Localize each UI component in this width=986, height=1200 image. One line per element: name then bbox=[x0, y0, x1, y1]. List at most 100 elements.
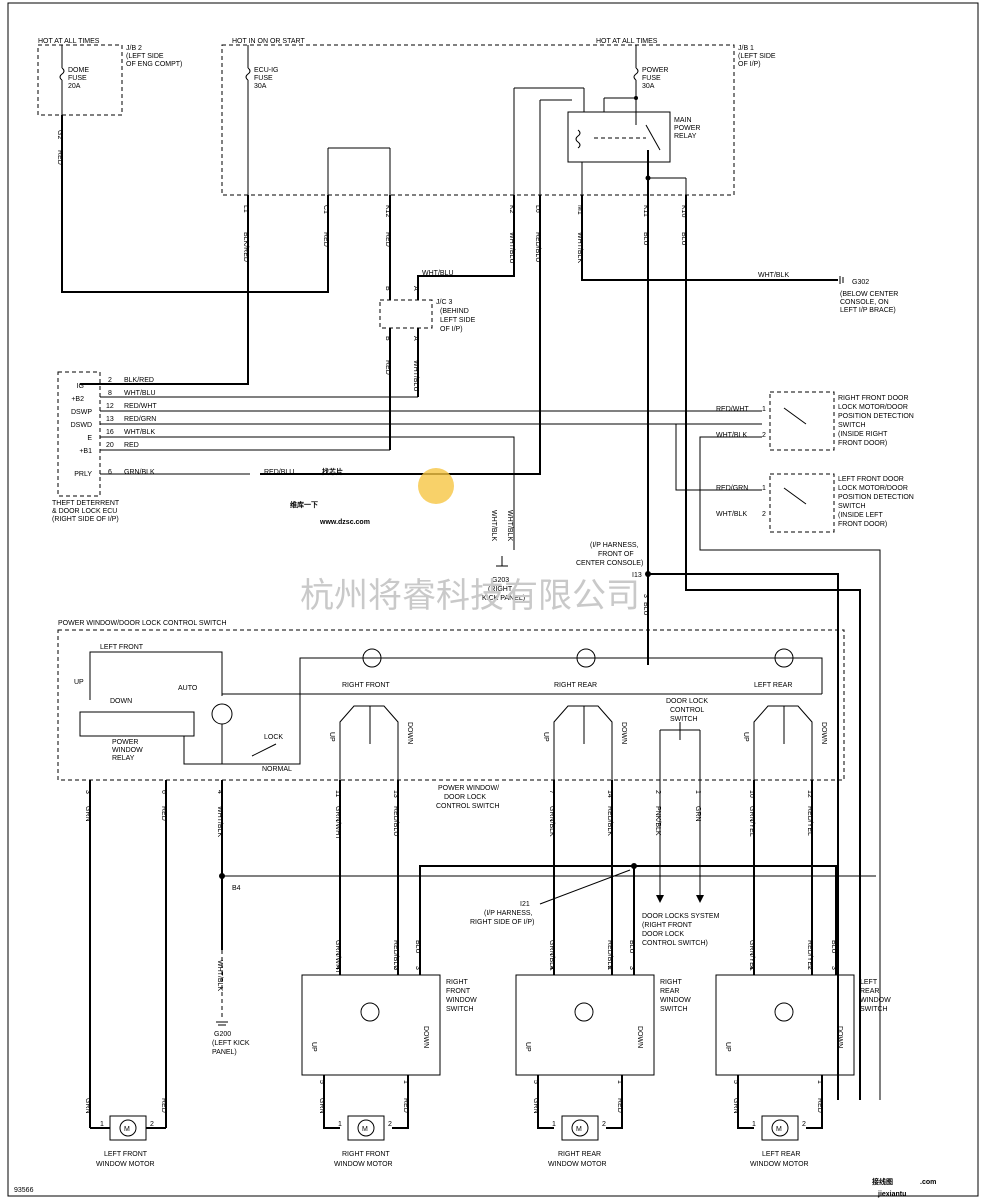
svg-text:WINDOW: WINDOW bbox=[446, 997, 477, 1004]
svg-text:RED: RED bbox=[322, 232, 329, 247]
svg-text:1: 1 bbox=[752, 1121, 756, 1128]
svg-text:(LEFT SIDE: (LEFT SIDE bbox=[126, 53, 164, 60]
svg-text:UP: UP bbox=[328, 732, 335, 742]
svg-text:(BEHIND: (BEHIND bbox=[440, 308, 469, 315]
svg-text:2: 2 bbox=[762, 432, 766, 439]
main-wires bbox=[61, 115, 861, 1100]
svg-text:LEFT SIDE: LEFT SIDE bbox=[440, 317, 476, 324]
svg-text:GRN/WHT: GRN/WHT bbox=[334, 806, 341, 840]
svg-text:12: 12 bbox=[106, 403, 114, 410]
svg-text:RIGHT FRONT: RIGHT FRONT bbox=[342, 1151, 390, 1158]
jb1-fuse-block: HOT IN ON OR START HOT AT ALL TIMES J/B … bbox=[221, 38, 776, 196]
svg-text:RED/WHT: RED/WHT bbox=[124, 403, 157, 410]
svg-text:2: 2 bbox=[150, 1121, 154, 1128]
footer-watermark: 接线图 .com jiexiantu bbox=[872, 1177, 936, 1198]
master-pin-labels: 3 6 4 11 13 7 14 2 1 10 12 bbox=[84, 790, 813, 798]
svg-text:G302: G302 bbox=[852, 279, 869, 286]
svg-text:LEFT REAR: LEFT REAR bbox=[754, 682, 792, 689]
svg-text:GRN/YEL: GRN/YEL bbox=[748, 940, 755, 971]
svg-text:7: 7 bbox=[548, 790, 555, 794]
svg-text:BLU: BLU bbox=[830, 940, 837, 954]
company-watermark: 杭州将睿科技有限公司 bbox=[300, 577, 640, 615]
svg-text:5: 5 bbox=[732, 1080, 739, 1084]
svg-text:RIGHT FRONT: RIGHT FRONT bbox=[342, 682, 390, 689]
svg-text:KICK PANEL): KICK PANEL) bbox=[482, 595, 525, 602]
svg-text:PANEL): PANEL) bbox=[212, 1049, 237, 1056]
svg-text:UP: UP bbox=[742, 732, 749, 742]
svg-text:RED/YEL: RED/YEL bbox=[806, 806, 813, 836]
svg-text:SWITCH: SWITCH bbox=[670, 716, 698, 723]
svg-text:BLU: BLU bbox=[680, 232, 687, 246]
svg-text:1: 1 bbox=[338, 1121, 342, 1128]
master-wire-labels: GRN RED WHT/BLK GRN/WHT RED/BLU GRN/BLK … bbox=[84, 806, 813, 840]
svg-text:www.dzsc.com: www.dzsc.com bbox=[319, 519, 370, 526]
svg-text:GRN/BLK: GRN/BLK bbox=[548, 940, 555, 971]
svg-text:J/B 1: J/B 1 bbox=[738, 45, 754, 52]
svg-text:12: 12 bbox=[806, 790, 813, 798]
master-switch-contacts: UP DOWN UP DOWN UP DOWN bbox=[328, 705, 827, 780]
svg-text:2: 2 bbox=[388, 1121, 392, 1128]
i21-junction: I21 (I/P HARNESS, RIGHT SIDE OF I/P) bbox=[470, 869, 631, 926]
svg-text:3: 3 bbox=[642, 594, 649, 598]
svg-text:RELAY: RELAY bbox=[674, 133, 697, 140]
svg-text:BLK/RED: BLK/RED bbox=[124, 377, 154, 384]
svg-text:RED: RED bbox=[56, 150, 63, 165]
svg-text:2: 2 bbox=[606, 966, 613, 970]
svg-text:RED/BLU: RED/BLU bbox=[392, 806, 399, 836]
svg-text:SWITCH: SWITCH bbox=[660, 1006, 688, 1013]
right-front-door-switch: RED/WHT WHT/BLK 1 2 RIGHT FRONT DOOR LOC… bbox=[716, 391, 914, 451]
svg-text:FRONT OF: FRONT OF bbox=[598, 551, 634, 558]
power-fuse-label: POWER bbox=[642, 67, 668, 74]
svg-text:I13: I13 bbox=[632, 572, 642, 579]
svg-text:K10: K10 bbox=[680, 205, 687, 218]
svg-text:RIGHT: RIGHT bbox=[660, 979, 683, 986]
svg-text:1: 1 bbox=[100, 1121, 104, 1128]
svg-text:LOCK MOTOR/DOOR: LOCK MOTOR/DOOR bbox=[838, 485, 908, 492]
svg-text:A: A bbox=[412, 336, 419, 341]
svg-text:LEFT I/P BRACE): LEFT I/P BRACE) bbox=[840, 307, 896, 314]
svg-text:WHT/BLU: WHT/BLU bbox=[412, 360, 419, 392]
svg-text:I21: I21 bbox=[520, 901, 530, 908]
master-switch: POWER WINDOW/DOOR LOCK CONTROL SWITCH LE… bbox=[57, 620, 845, 810]
svg-text:RED/WHT: RED/WHT bbox=[716, 406, 749, 413]
svg-text:RIGHT SIDE OF I/P): RIGHT SIDE OF I/P) bbox=[470, 919, 534, 926]
svg-text:(LEFT SIDE: (LEFT SIDE bbox=[738, 53, 776, 60]
svg-text:RED/BLK: RED/BLK bbox=[606, 940, 613, 970]
svg-text:L1: L1 bbox=[242, 205, 249, 213]
svg-text:LEFT REAR: LEFT REAR bbox=[762, 1151, 800, 1158]
svg-text:RIGHT REAR: RIGHT REAR bbox=[554, 682, 597, 689]
svg-text:SWITCH: SWITCH bbox=[446, 1006, 474, 1013]
svg-text:DSWP: DSWP bbox=[71, 409, 92, 416]
svg-text:SWITCH: SWITCH bbox=[838, 422, 866, 429]
svg-text:FRONT: FRONT bbox=[446, 988, 471, 995]
svg-text:WINDOW: WINDOW bbox=[660, 997, 691, 1004]
svg-text:GRN: GRN bbox=[84, 1098, 91, 1114]
svg-text:LEFT FRONT: LEFT FRONT bbox=[104, 1151, 148, 1158]
svg-text:CONTROL: CONTROL bbox=[670, 707, 704, 714]
svg-text:L6: L6 bbox=[534, 205, 541, 213]
svg-text:30A: 30A bbox=[642, 83, 655, 90]
svg-text:2: 2 bbox=[108, 377, 112, 384]
left-rear-window-switch: GRN/YEL RED/YEL BLU 4 2 3 LEFT REAR WIND… bbox=[715, 940, 891, 1084]
svg-text:WHT/BLK: WHT/BLK bbox=[576, 232, 583, 263]
svg-text:NORMAL: NORMAL bbox=[262, 766, 292, 773]
svg-text:FUSE: FUSE bbox=[68, 75, 87, 82]
svg-text:M: M bbox=[776, 1126, 782, 1133]
svg-text:THEFT DETERRENT: THEFT DETERRENT bbox=[52, 500, 120, 507]
svg-text:2: 2 bbox=[392, 966, 399, 970]
svg-text:2: 2 bbox=[802, 1121, 806, 1128]
svg-text:WHT/BLK: WHT/BLK bbox=[506, 510, 513, 541]
b4-label: B4 bbox=[232, 885, 241, 892]
svg-text:(I/P HARNESS,: (I/P HARNESS, bbox=[590, 542, 639, 549]
svg-text:GRN: GRN bbox=[732, 1098, 739, 1114]
svg-text:4: 4 bbox=[748, 966, 755, 970]
svg-text:RED/BLK: RED/BLK bbox=[606, 806, 613, 836]
svg-text:6: 6 bbox=[108, 469, 112, 476]
dzsc-watermark: 找芯片 维库一下 www.dzsc.com bbox=[290, 467, 454, 526]
svg-text:IG: IG bbox=[77, 383, 84, 390]
svg-text:GRN: GRN bbox=[532, 1098, 539, 1114]
svg-text:+B1: +B1 bbox=[79, 448, 92, 455]
diagram-border bbox=[7, 2, 979, 1197]
svg-text:3: 3 bbox=[414, 966, 421, 970]
